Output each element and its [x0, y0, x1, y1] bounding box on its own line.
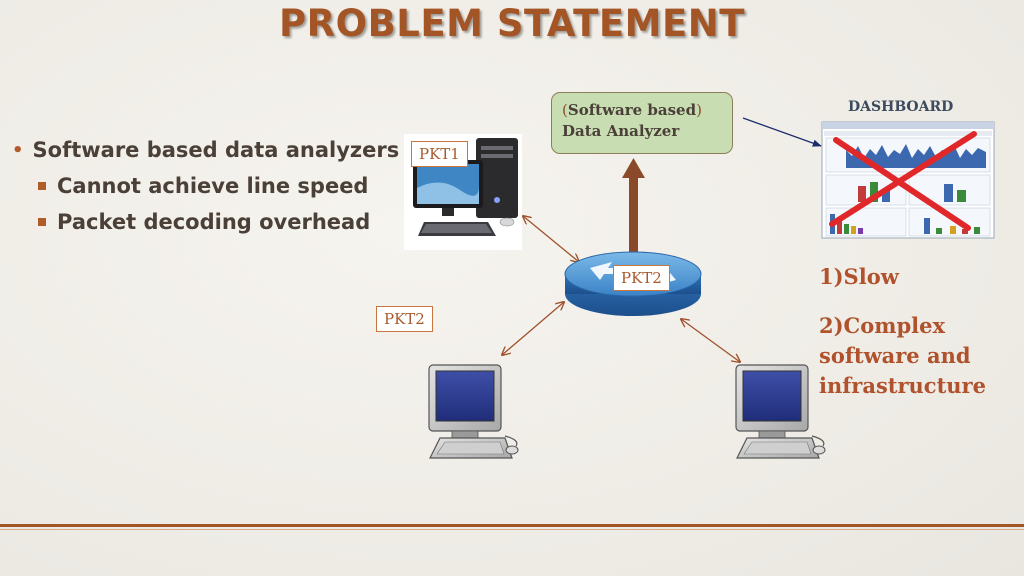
link-right-router: [681, 319, 740, 362]
analyzer-line-1: (Software based): [562, 100, 722, 121]
link-pkt1-router: [523, 216, 579, 262]
analyzer-close-paren: ): [696, 101, 702, 119]
footer-rule: [0, 524, 1024, 527]
bullet-sub-1-text: Cannot achieve line speed: [57, 174, 369, 198]
analyzer-line-2: Data Analyzer: [562, 122, 680, 140]
bullet-sub-2-text: Packet decoding overhead: [57, 210, 371, 234]
note-complex-line-2: software and: [819, 343, 971, 368]
page-title: PROBLEM STATEMENT: [279, 2, 745, 45]
link-analyzer-dashboard: [742, 117, 822, 147]
analyzer-line-1-text: Software based: [567, 101, 697, 119]
bullet-sub-1: Cannot achieve line speed: [38, 174, 399, 198]
pkt2-router-label: PKT2: [613, 265, 670, 291]
right-computer-icon: [735, 364, 826, 459]
bullet-square-icon: [38, 218, 46, 226]
pkt1-computer-icon: [404, 134, 522, 250]
bullet-main: • Software based data analyzers: [12, 138, 399, 162]
note-complex-line-3: infrastructure: [819, 373, 986, 398]
footer-rule-thin: [0, 529, 1024, 530]
pkt1-label: PKT1: [411, 141, 468, 167]
bullet-sub-2: Packet decoding overhead: [38, 210, 399, 234]
dashboard-label: DASHBOARD: [848, 99, 954, 115]
note-complex: 2)Complex software and infrastructure: [819, 311, 986, 401]
pkt2-left-label: PKT2: [376, 306, 433, 332]
bullet-main-text: Software based data analyzers: [32, 138, 400, 162]
data-analyzer-box: (Software based) Data Analyzer: [551, 92, 733, 154]
uplink-arrow: [622, 158, 645, 262]
bullet-dot-icon: •: [12, 139, 24, 161]
link-left-router: [502, 302, 564, 355]
note-complex-line-1: 2)Complex: [819, 313, 946, 338]
bullet-square-icon: [38, 182, 46, 190]
analyzer-open-paren: (: [562, 101, 568, 119]
cross-out-icon: [829, 131, 977, 231]
note-slow: 1)Slow: [819, 264, 899, 289]
bullet-list: • Software based data analyzers Cannot a…: [12, 138, 399, 234]
left-computer-icon: [428, 364, 519, 459]
